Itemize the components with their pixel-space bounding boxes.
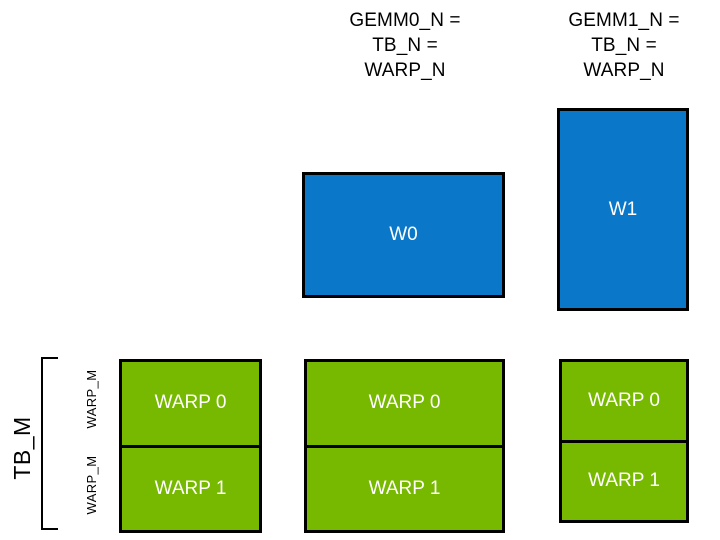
warp-stack-2: WARP 0 WARP 1 [559, 359, 689, 523]
warp-cell-label: WARP 0 [368, 392, 441, 414]
warp-stack-0: WARP 0 WARP 1 [119, 359, 262, 533]
warp-cell: WARP 0 [562, 362, 686, 440]
warp-cell-label: WARP 0 [588, 389, 660, 411]
warp-cell-label: WARP 1 [368, 477, 441, 499]
warp-cell: WARP 0 [307, 362, 502, 445]
block-w1-label: W1 [608, 198, 638, 220]
warp-cell: WARP 1 [122, 444, 259, 531]
column-header-gemm1: GEMM1_N = TB_N = WARP_N [568, 10, 680, 82]
axis-label-warp-m-top: WARP_M [84, 369, 99, 429]
tb-m-bracket [41, 357, 58, 530]
column-header-gemm0: GEMM0_N = TB_N = WARP_N [349, 10, 461, 82]
warp-cell-label: WARP 1 [588, 470, 660, 492]
warp-cell: WARP 1 [307, 444, 502, 531]
axis-label-tb-m: TB_M [9, 416, 35, 480]
block-w1: W1 [557, 108, 689, 311]
axis-label-warp-m-bottom: WARP_M [84, 455, 99, 515]
block-w0: W0 [302, 172, 505, 298]
warp-cell-label: WARP 1 [154, 477, 227, 499]
warp-cell: WARP 0 [122, 362, 259, 445]
warp-stack-1: WARP 0 WARP 1 [304, 359, 505, 533]
warp-cell-label: WARP 0 [154, 392, 227, 414]
warp-cell: WARP 1 [562, 439, 686, 521]
block-w0-label: W0 [389, 224, 418, 245]
